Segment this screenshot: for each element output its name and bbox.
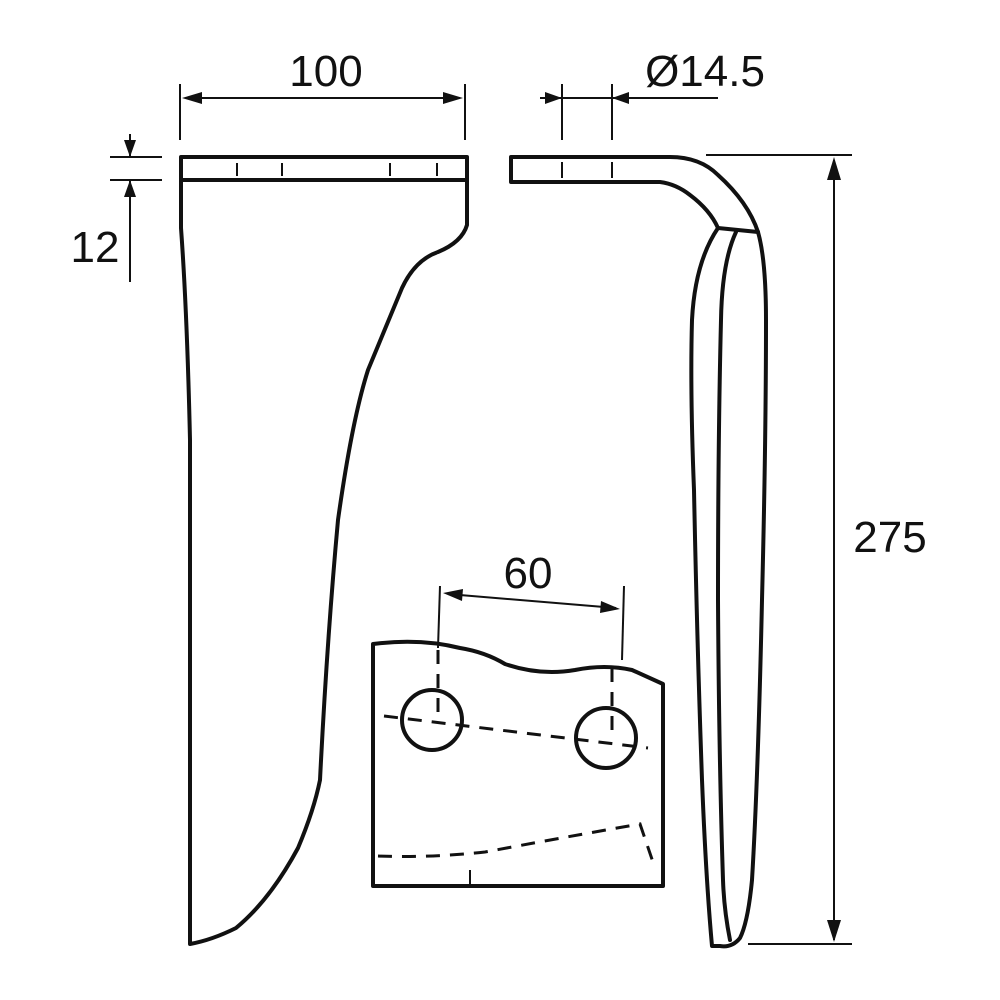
- length-label: 275: [853, 513, 926, 562]
- front-view: [179, 155, 469, 946]
- front-view-outline: [179, 155, 469, 946]
- hole-spacing-label: 60: [504, 549, 553, 598]
- side-view-flange-marks: [561, 162, 613, 178]
- front-view-flange-marks: [236, 163, 438, 176]
- hole-centerline: [383, 714, 649, 750]
- hole-spacing-dimension: 60: [437, 549, 625, 661]
- length-dimension: 275: [706, 154, 927, 945]
- mounting-hole-right: [574, 706, 638, 770]
- hole-diameter-label: Ø14.5: [645, 47, 765, 96]
- detail-view: [371, 639, 665, 888]
- mounting-hole-left: [400, 688, 464, 752]
- side-view-inner-edge: [716, 230, 738, 942]
- hole-diameter-dimension: Ø14.5: [540, 47, 765, 140]
- width-label: 100: [289, 47, 362, 96]
- detail-hidden-edge: [377, 822, 657, 869]
- width-dimension: 100: [179, 47, 466, 140]
- detail-plate-outline: [371, 639, 665, 888]
- side-view-bend-line: [716, 226, 760, 234]
- side-view-outline: [509, 155, 768, 949]
- side-view: [509, 155, 768, 949]
- thickness-dimension: 12: [71, 134, 162, 282]
- thickness-label: 12: [71, 223, 120, 272]
